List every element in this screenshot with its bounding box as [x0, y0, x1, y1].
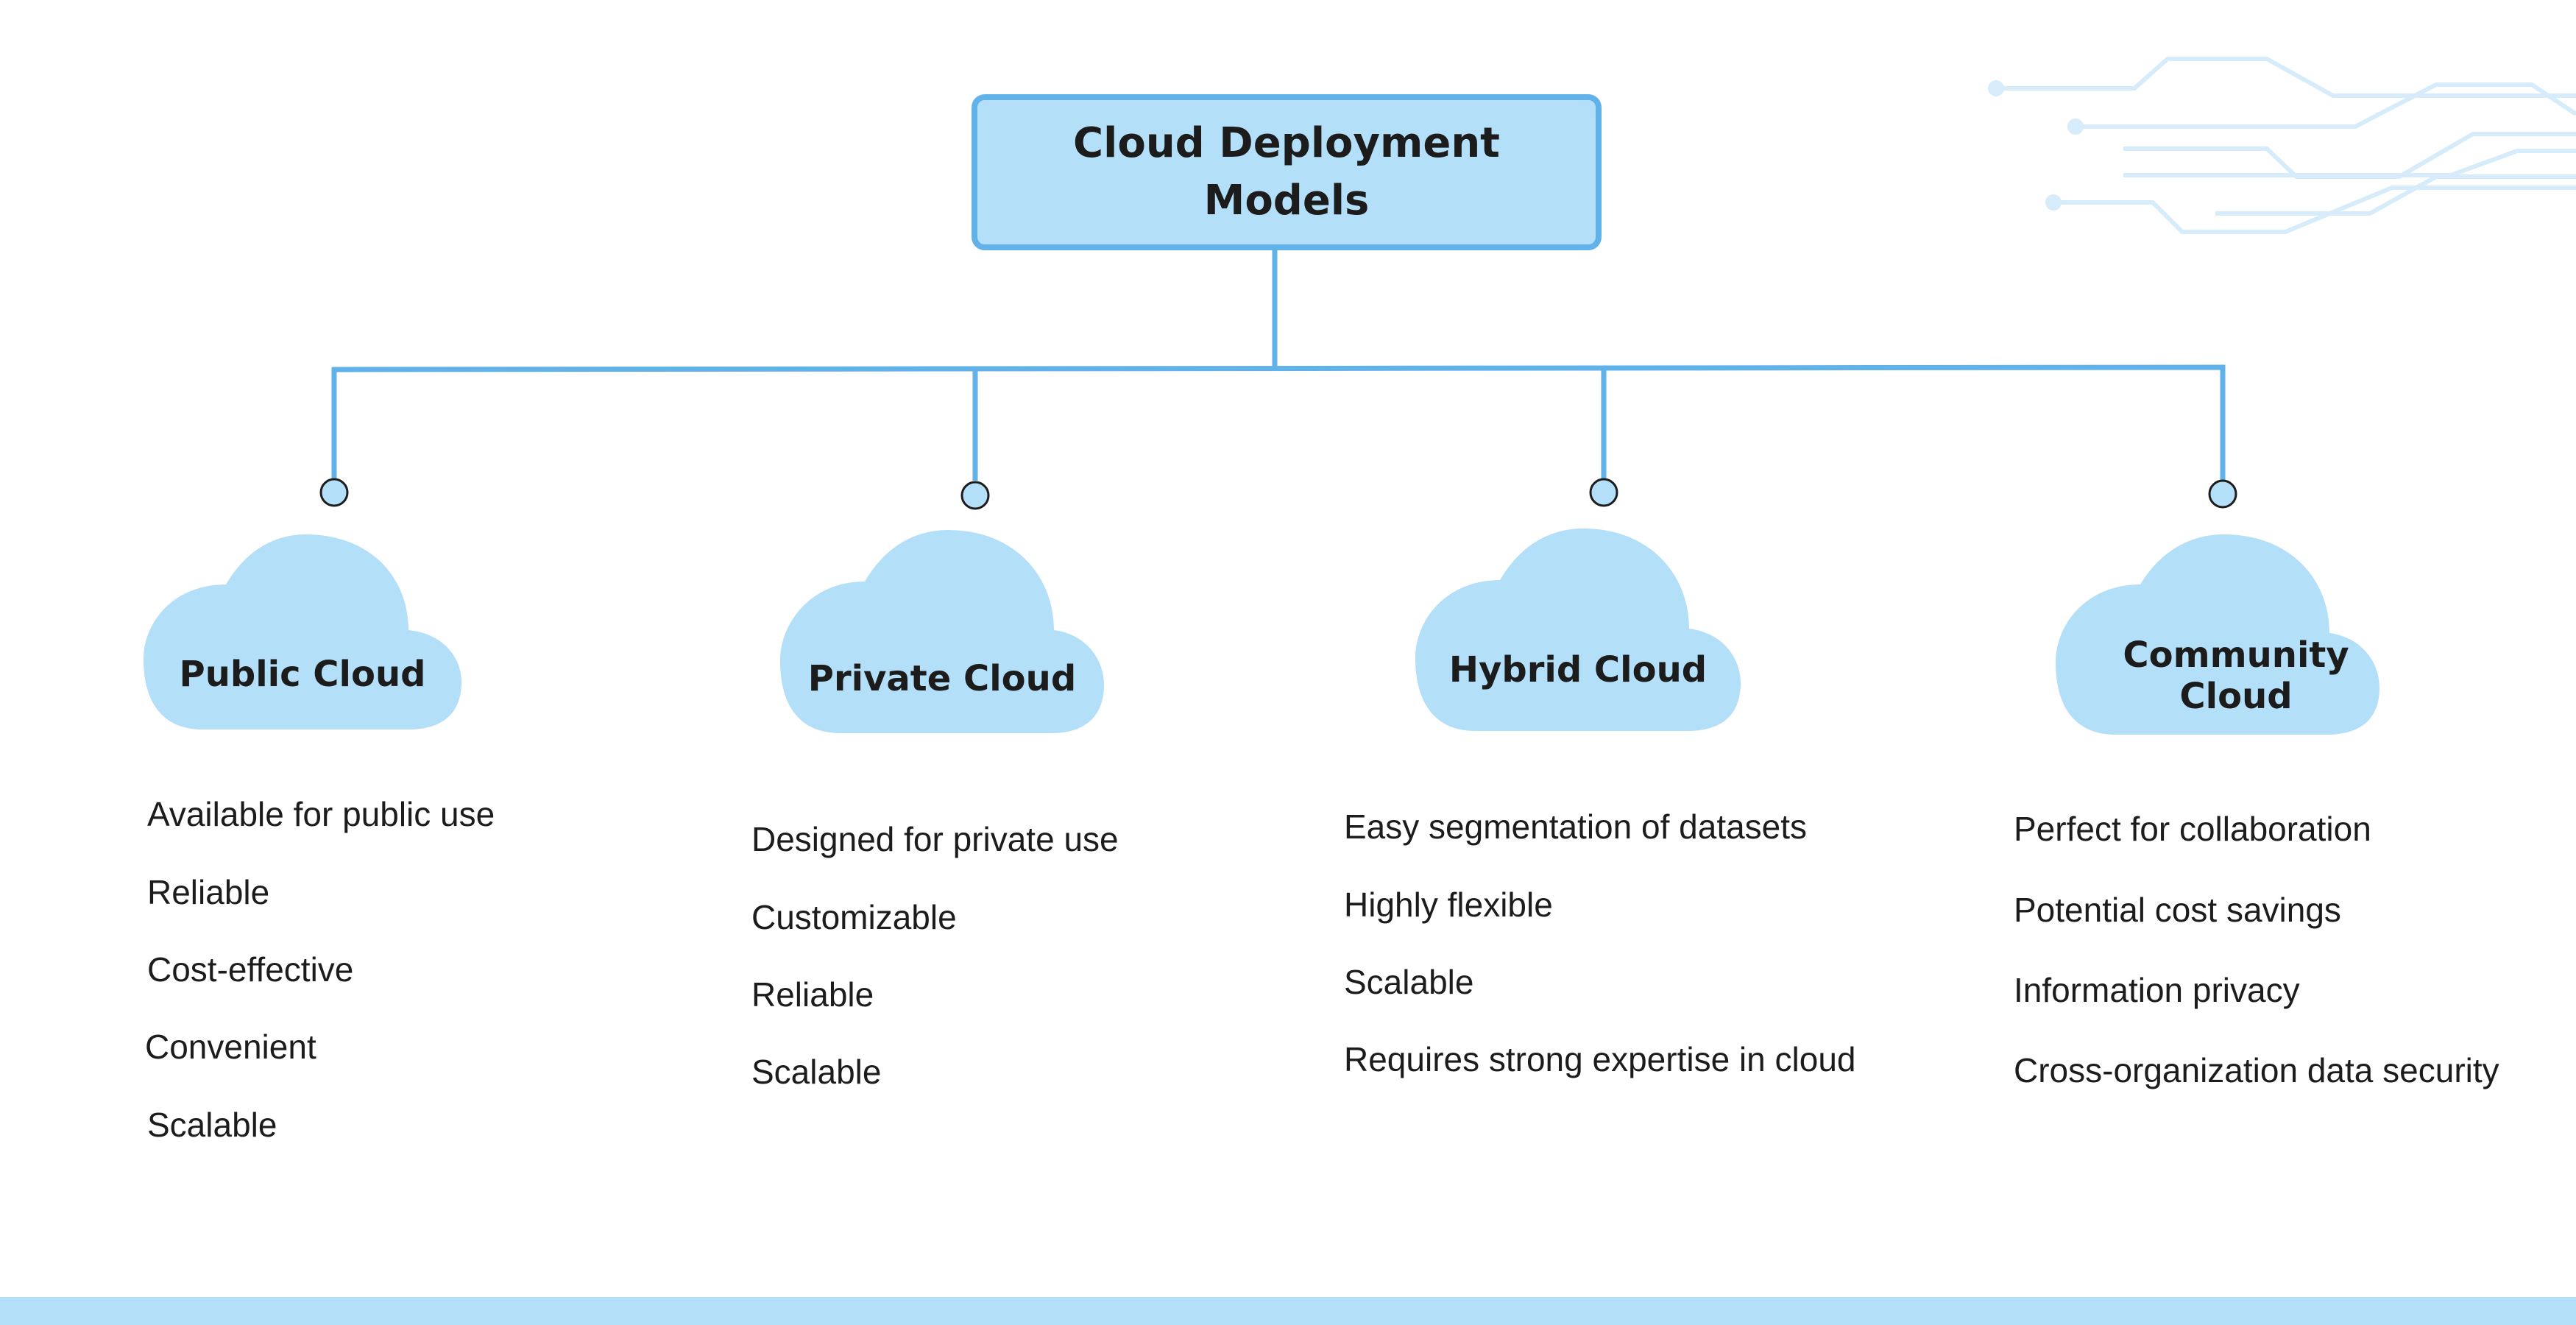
circuit-lines-icon — [1988, 57, 2576, 234]
tree-connector — [331, 250, 2226, 481]
feature-item: Designed for private use — [751, 820, 1119, 858]
model-label: Private Cloud — [807, 658, 1077, 699]
feature-item: Requires strong expertise in cloud — [1344, 1040, 1856, 1078]
footer-band — [0, 1297, 2576, 1325]
feature-item: Cost-effective — [147, 950, 354, 989]
model-node-private-cloud: Private Cloud — [780, 530, 1104, 733]
cloud-icon — [780, 530, 1104, 733]
cloud-icon — [1415, 529, 1741, 731]
model-node-hybrid-cloud: Hybrid Cloud — [1415, 529, 1741, 731]
feature-item: Highly flexible — [1344, 886, 1553, 924]
model-node-public-cloud: Public Cloud — [144, 534, 461, 729]
feature-item: Easy segmentation of datasets — [1344, 808, 1808, 846]
feature-item: Reliable — [147, 873, 270, 911]
feature-item: Information privacy — [2014, 971, 2300, 1009]
feature-item: Perfect for collaboration — [2014, 810, 2371, 848]
cloud-icon — [2056, 534, 2379, 735]
model-label: Public Cloud — [179, 654, 426, 695]
root-node: Cloud Deployment Models — [972, 94, 1602, 250]
model-label: Community Cloud — [2123, 635, 2349, 717]
feature-item: Reliable — [751, 975, 874, 1014]
feature-item: Convenient — [145, 1028, 316, 1066]
feature-item: Potential cost savings — [2014, 891, 2341, 929]
cloud-icon — [144, 534, 461, 729]
root-title: Cloud Deployment Models — [1073, 119, 1500, 225]
feature-item: Scalable — [751, 1053, 882, 1091]
feature-item: Scalable — [1344, 963, 1474, 1001]
model-label: Hybrid Cloud — [1448, 649, 1708, 690]
feature-item: Available for public use — [147, 795, 495, 833]
model-node-community-cloud: Community Cloud — [2056, 534, 2379, 735]
feature-item: Scalable — [147, 1106, 277, 1144]
feature-item: Cross-organization data security — [2014, 1051, 2499, 1089]
circle-node-icon — [319, 478, 2237, 510]
feature-item: Customizable — [751, 898, 957, 936]
